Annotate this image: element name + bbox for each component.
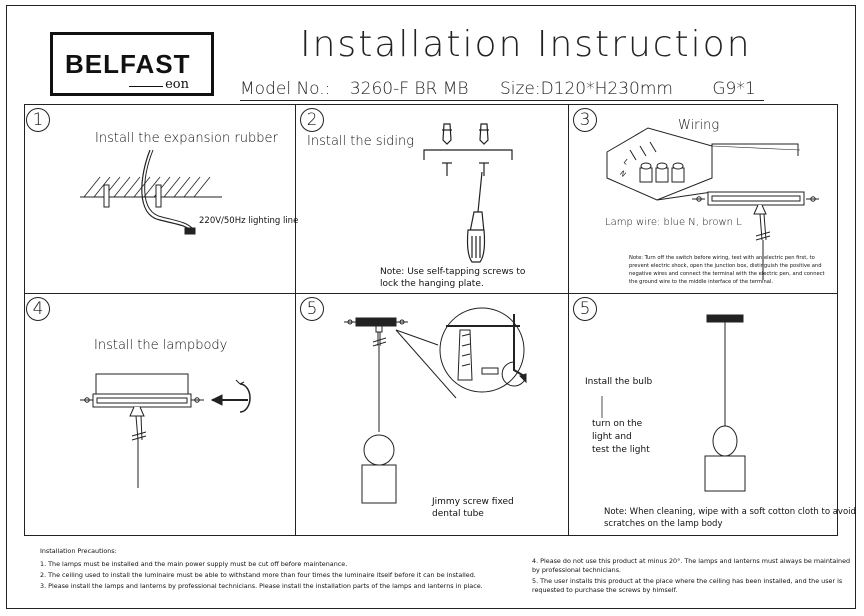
step-1-line-note: 220V/50Hz lighting line (199, 216, 299, 226)
step-2-title: Install the siding (307, 134, 415, 149)
step-5b-line3: test the light (592, 445, 650, 455)
step-number: 5 (300, 297, 324, 321)
step-4-title: Install the lampbody (94, 338, 228, 353)
brand-sub-rule (129, 86, 163, 87)
page-frame (6, 5, 856, 609)
precaution-item: requested to purchase the screws by hims… (532, 586, 678, 594)
precaution-item: 5. The user installs this product at the… (532, 577, 843, 585)
precaution-item: 3. Please install the lamps and lanterns… (40, 582, 483, 590)
step-2-note-line2: lock the hanging plate. (380, 279, 484, 289)
step-5b-line1: turn on the (592, 419, 643, 429)
step-5b-line2: light and (592, 432, 632, 442)
model-label: Model No.: (240, 79, 331, 99)
size-spec: Size:D120*H230mm (499, 79, 673, 99)
step-2-note-line1: Note: Use self-tapping screws to (380, 267, 526, 277)
step-number: 4 (26, 297, 50, 321)
grid-divider-v1 (295, 104, 296, 536)
step-number: 5 (573, 297, 597, 321)
precaution-item: by professional technicians. (532, 566, 622, 574)
precaution-item: 1. The lamps must be installed and the m… (40, 560, 348, 568)
step-1-title: Install the expansion rubber (95, 131, 278, 146)
step-5b-note-line1: Note: When cleaning, wipe with a soft co… (604, 507, 856, 517)
step-5b-note-line2: scratches on the lamp body (604, 519, 723, 529)
grid-divider-v2 (568, 104, 569, 536)
brand-logo: BELFAST eon (50, 32, 214, 96)
step-5b-title: Install the bulb (585, 377, 653, 387)
grid-divider-h (24, 293, 838, 294)
bulb-spec: G9*1 (712, 79, 756, 99)
step-number: 2 (300, 108, 324, 132)
precaution-item: 4. Please do not use this product at min… (532, 557, 851, 565)
step-3-title: Wiring (678, 118, 720, 133)
step-3-note: Note: Turn off the switch before wiring,… (629, 255, 825, 285)
page-title: Installation Instruction (300, 24, 752, 65)
brand-subname: eon (165, 77, 189, 92)
step-3-lamp-wire: Lamp wire: blue N, brown L (605, 217, 742, 228)
step-5a-note-line1: Jimmy screw fixed (432, 497, 514, 507)
precaution-item: 2. The ceiling used to install the lumin… (40, 571, 476, 579)
model-number: 3260-F BR MB (349, 79, 469, 99)
precautions-heading: Installation Precautions: (40, 547, 117, 555)
step-number: 1 (26, 108, 50, 132)
steps-grid (24, 104, 838, 536)
brand-name: BELFAST (65, 49, 191, 79)
model-underline (240, 100, 764, 101)
model-line: Model No.: 3260-F BR MB Size:D120*H230mm… (240, 79, 756, 99)
step-5a-note-line2: dental tube (432, 509, 484, 519)
step-number: 3 (573, 108, 597, 132)
